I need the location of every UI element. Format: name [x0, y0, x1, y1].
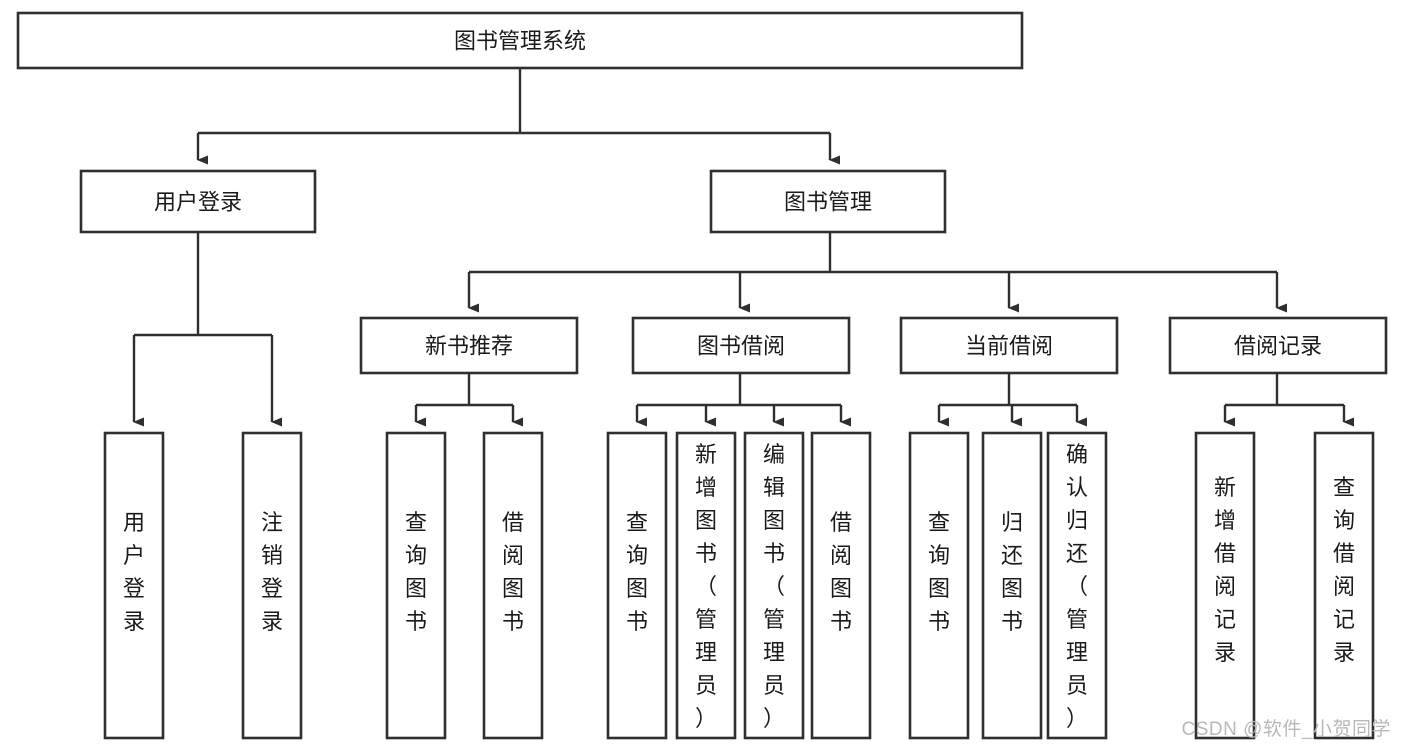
node-leaf-query-book-3-label: 查询图书 — [928, 510, 950, 634]
node-leaf-query-book-2[interactable]: 查询图书 — [606, 431, 668, 740]
node-leaf-query-record[interactable]: 查询借阅记录 — [1313, 431, 1375, 740]
node-leaf-edit-book-label: 编辑图书（管理员） — [763, 442, 785, 731]
node-leaf-add-book-label: 新增图书（管理员） — [695, 442, 717, 731]
node-leaf-borrow-book-1-label: 借阅图书 — [502, 510, 524, 634]
node-leaf-query-record-label: 查询借阅记录 — [1333, 475, 1355, 665]
node-borrow-record-label: 借阅记录 — [1234, 334, 1322, 359]
node-user-login-label: 用户登录 — [154, 190, 242, 215]
node-book-manage-label: 图书管理 — [784, 190, 872, 215]
node-book-borrow-label: 图书借阅 — [697, 334, 785, 359]
node-leaf-confirm-return[interactable]: 确认归还（管理员） — [1046, 431, 1108, 740]
node-leaf-add-record[interactable]: 新增借阅记录 — [1194, 431, 1256, 740]
node-current-borrow[interactable]: 当前借阅 — [899, 316, 1119, 375]
node-leaf-user-login-label: 用户登录 — [123, 510, 145, 634]
node-leaf-return-book[interactable]: 归还图书 — [981, 431, 1043, 740]
node-user-login[interactable]: 用户登录 — [79, 169, 317, 234]
node-leaf-logout-login[interactable]: 注销登录 — [241, 431, 303, 740]
node-leaf-borrow-book-2-label: 借阅图书 — [830, 510, 852, 634]
node-book-manage[interactable]: 图书管理 — [709, 169, 947, 234]
connector-layer — [132, 68, 1354, 427]
node-leaf-borrow-book-1[interactable]: 借阅图书 — [482, 431, 544, 740]
node-new-book-recommend-label: 新书推荐 — [425, 334, 513, 359]
node-leaf-query-book-3[interactable]: 查询图书 — [908, 431, 970, 740]
node-leaf-query-book-2-label: 查询图书 — [626, 510, 648, 634]
node-book-borrow[interactable]: 图书借阅 — [631, 316, 851, 375]
node-leaf-user-login[interactable]: 用户登录 — [103, 431, 165, 740]
node-leaf-borrow-book-2[interactable]: 借阅图书 — [810, 431, 872, 740]
node-borrow-record[interactable]: 借阅记录 — [1168, 316, 1388, 375]
node-leaf-add-book[interactable]: 新增图书（管理员） — [675, 431, 737, 740]
node-leaf-confirm-return-label: 确认归还（管理员） — [1066, 442, 1088, 731]
node-current-borrow-label: 当前借阅 — [965, 334, 1053, 359]
node-root[interactable]: 图书管理系统 — [16, 11, 1024, 70]
node-leaf-return-book-label: 归还图书 — [1001, 510, 1023, 634]
node-leaf-query-book-1[interactable]: 查询图书 — [385, 431, 447, 740]
node-root-label: 图书管理系统 — [454, 29, 586, 54]
node-new-book-recommend[interactable]: 新书推荐 — [359, 316, 579, 375]
node-leaf-logout-login-label: 注销登录 — [261, 510, 283, 634]
node-leaf-edit-book[interactable]: 编辑图书（管理员） — [743, 431, 805, 740]
node-leaf-query-book-1-label: 查询图书 — [405, 510, 427, 634]
csdn-watermark: CSDN @软件_小贺同学 — [1181, 719, 1391, 740]
node-leaf-add-record-label: 新增借阅记录 — [1214, 475, 1236, 665]
